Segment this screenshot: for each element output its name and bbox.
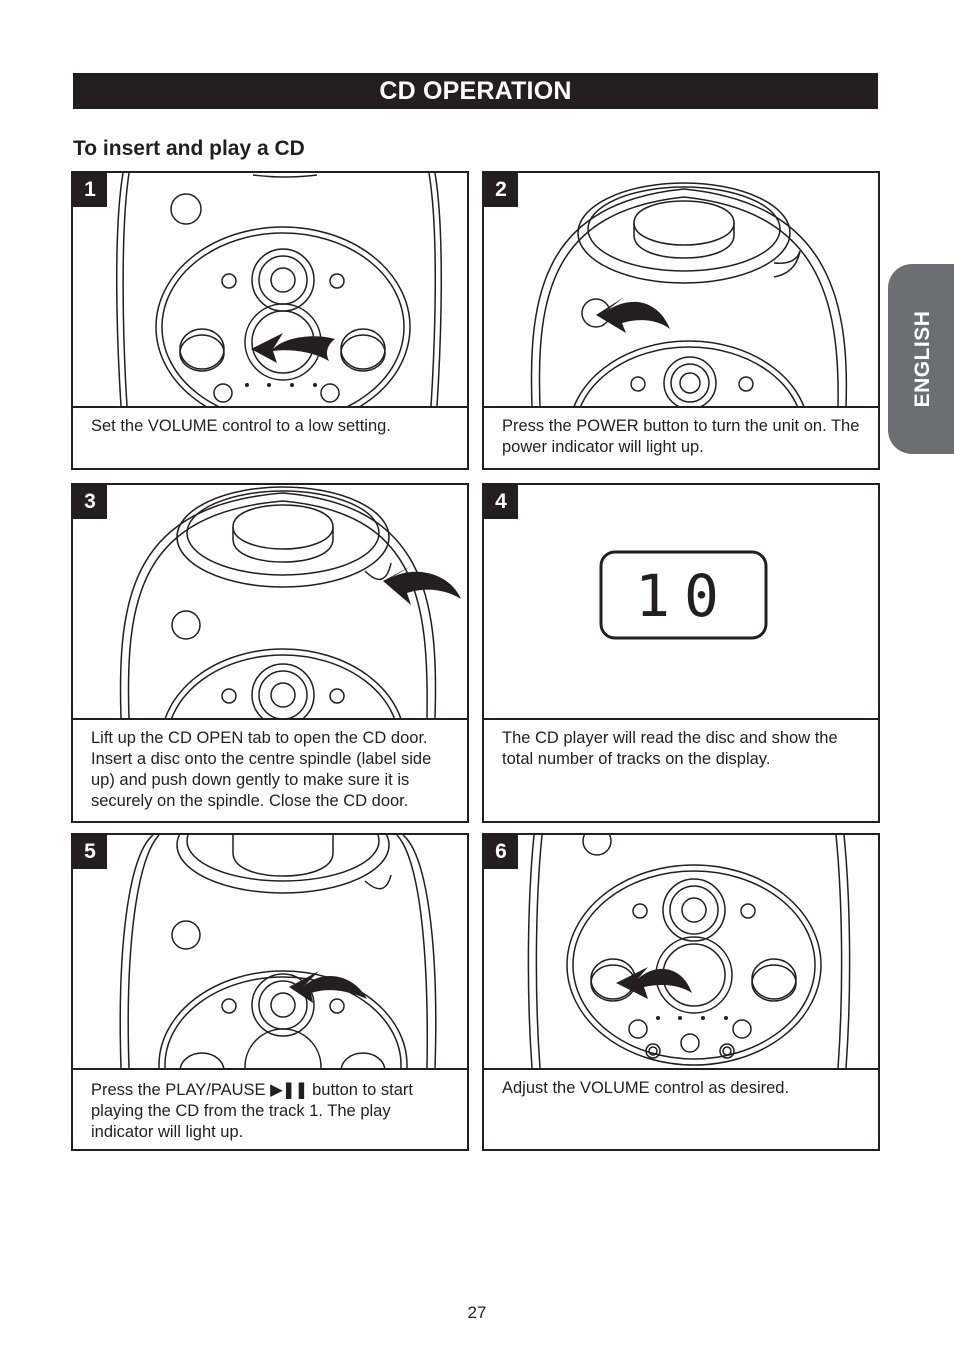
step-2-panel: 2 Press th — [482, 171, 880, 470]
step-caption: The CD player will read the disc and sho… — [502, 729, 838, 768]
step-illustration — [73, 173, 467, 408]
power-button-illustration — [530, 182, 848, 406]
language-tab-label: ENGLISH — [911, 310, 934, 408]
step-illustration — [73, 485, 467, 720]
step-3-panel: 3 Lift up — [71, 483, 469, 823]
step-number: 6 — [484, 835, 518, 869]
step-number: 5 — [73, 835, 107, 869]
step-illustration — [484, 173, 878, 408]
step-illustration — [484, 835, 878, 1070]
step-caption: Press the POWER button to turn the unit … — [502, 417, 860, 456]
track-count-display: 10 — [635, 562, 733, 630]
step-caption: Press the PLAY/PAUSE ▶❚❚ button to start… — [91, 1080, 457, 1143]
step-number: 1 — [73, 173, 107, 207]
section-title-bar: CD OPERATION — [73, 73, 878, 109]
step-6-panel: 6 — [482, 833, 880, 1151]
play-pause-icon: ▶❚❚ — [270, 1081, 308, 1099]
step-caption-start: Press the PLAY/PAUSE — [91, 1081, 266, 1099]
step-caption: Set the VOLUME control to a low setting. — [91, 417, 391, 435]
step-number: 3 — [73, 485, 107, 519]
page-number: 27 — [467, 1303, 487, 1322]
volume-adjust-illustration — [527, 835, 851, 1068]
step-5-panel: 5 — [71, 833, 469, 1151]
page-title: CD OPERATION — [379, 76, 572, 105]
step-caption: Adjust the VOLUME control as desired. — [502, 1079, 790, 1097]
play-pause-illustration — [119, 835, 437, 1068]
step-number: 2 — [484, 173, 518, 207]
step-illustration — [73, 835, 467, 1070]
step-4-panel: 4 10 The CD player will read the disc an… — [482, 483, 880, 823]
cd-door-illustration — [119, 486, 461, 718]
step-illustration: 10 — [484, 485, 878, 720]
step-caption-end: button to start playing the CD from the … — [91, 1081, 413, 1141]
volume-knob-illustration — [115, 173, 443, 406]
step-number: 4 — [484, 485, 518, 519]
step-caption: Lift up the CD OPEN tab to open the CD d… — [91, 729, 432, 810]
display-illustration: 10 — [599, 550, 768, 640]
language-tab[interactable]: ENGLISH — [888, 264, 954, 454]
section-subtitle: To insert and play a CD — [73, 137, 305, 160]
step-1-panel: 1 — [71, 171, 469, 470]
